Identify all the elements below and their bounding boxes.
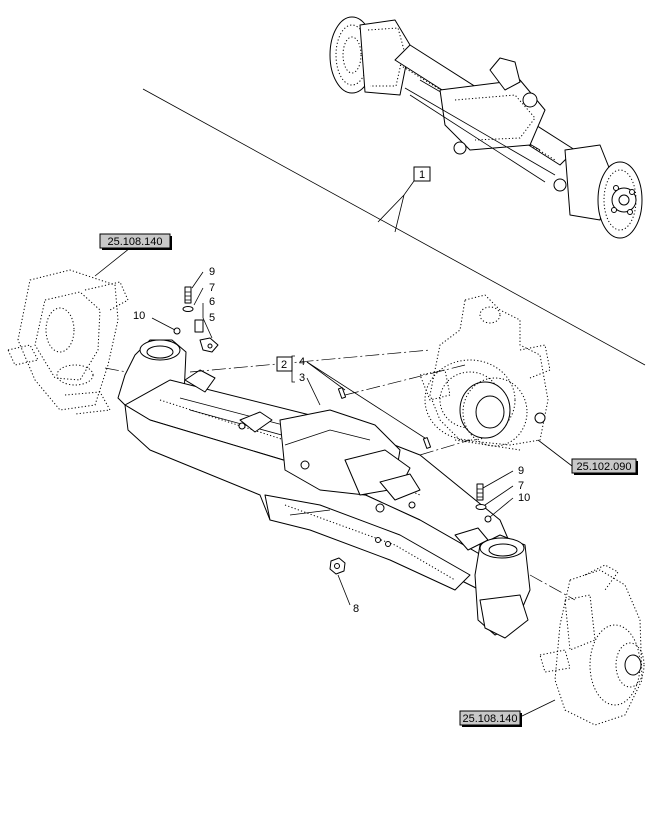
callout-9-right: 9 xyxy=(518,465,524,477)
callout-3: 3 xyxy=(299,372,305,384)
callout-7-left: 7 xyxy=(209,282,215,294)
callout-1-box xyxy=(413,166,431,182)
ref-label-knuckle-left: 25.108.140 xyxy=(107,236,162,248)
callout-2-group: 2 4 3 xyxy=(276,355,429,441)
ref-badge-differential: 25.102.090 xyxy=(571,458,638,475)
ref-badge-knuckle-right: 25.108.140 xyxy=(459,710,522,727)
fastener-group-left xyxy=(173,286,219,353)
complete-axle-assembly xyxy=(329,16,643,239)
ref-label-knuckle-right: 25.108.140 xyxy=(462,713,517,725)
callout-10-left: 10 xyxy=(133,310,145,322)
callout-2-label: 2 xyxy=(281,359,287,371)
callout-1-label: 1 xyxy=(419,169,425,181)
callout-1-group: 1 xyxy=(377,166,431,233)
callout-7-right: 7 xyxy=(518,480,524,492)
axle-beam xyxy=(117,339,531,639)
callout-1-leader xyxy=(377,180,415,233)
section-divider-line xyxy=(142,88,646,366)
callout-8: 8 xyxy=(353,603,359,615)
nut-part-8 xyxy=(329,557,346,575)
ref-label-differential: 25.102.090 xyxy=(576,461,631,473)
callout-4: 4 xyxy=(299,356,305,368)
differential-housing xyxy=(419,294,551,451)
fastener-group-right xyxy=(475,483,492,523)
callout-5: 5 xyxy=(209,312,215,324)
callout-6: 6 xyxy=(209,296,215,308)
steering-knuckle-right xyxy=(539,564,645,726)
callout-10-right: 10 xyxy=(518,492,530,504)
ref-badge-knuckle-left: 25.108.140 xyxy=(99,233,172,250)
steering-knuckle-left xyxy=(7,269,129,415)
callout-9-left: 9 xyxy=(209,266,215,278)
